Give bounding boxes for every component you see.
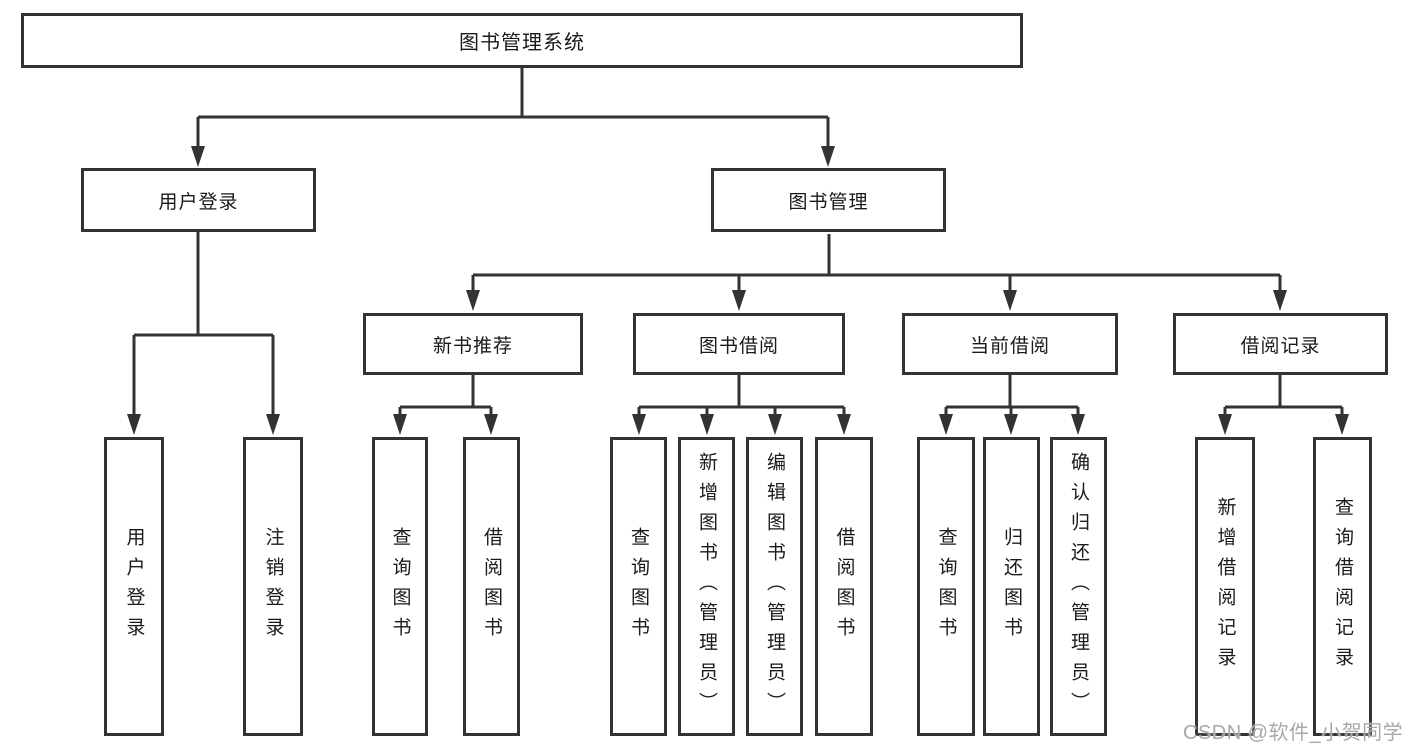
arrowhead	[632, 414, 646, 435]
node-book-management: 图书管理	[711, 168, 946, 232]
connector-borrow-record-branch	[1223, 375, 1344, 418]
node-leaf-confirm-return-admin: 确认归还（管理员）	[1050, 437, 1107, 736]
node-new-book-recommend: 新书推荐	[363, 313, 583, 375]
leaf-label: 查询借阅记录	[1332, 496, 1353, 677]
leaf-label: 新增借阅记录	[1214, 496, 1236, 677]
arrowhead	[700, 414, 714, 435]
arrowhead	[1218, 414, 1232, 435]
leaf-label: 查询图书	[628, 526, 649, 647]
node-leaf-current-query-book: 查询图书	[917, 437, 975, 736]
leaf-label: 新增图书（管理员）	[696, 451, 717, 722]
node-leaf-edit-book-admin: 编辑图书（管理员）	[746, 437, 803, 736]
leaf-label: 借阅图书	[833, 526, 855, 647]
arrowhead	[191, 146, 205, 167]
connector-book-management-branch	[471, 234, 1282, 294]
node-root: 图书管理系统	[21, 13, 1023, 68]
node-leaf-newrec-query-book: 查询图书	[372, 437, 428, 736]
node-leaf-query-borrow-record: 查询借阅记录	[1313, 437, 1372, 736]
arrowhead	[837, 414, 851, 435]
leaf-label: 借阅图书	[481, 526, 502, 647]
arrowhead	[484, 414, 498, 435]
arrowhead	[127, 414, 141, 435]
arrowhead	[266, 414, 280, 435]
arrowhead	[1335, 414, 1349, 435]
arrowhead	[1273, 290, 1287, 311]
node-book-borrow: 图书借阅	[633, 313, 845, 375]
node-leaf-return-book: 归还图书	[983, 437, 1040, 736]
connector-new-book-branch	[398, 375, 493, 418]
node-leaf-add-book-admin: 新增图书（管理员）	[678, 437, 735, 736]
connector-book-borrow-branch	[637, 375, 846, 418]
watermark: CSDN @软件_小贺同学	[1183, 722, 1404, 744]
node-leaf-borrow-query-book: 查询图书	[610, 437, 667, 736]
arrowhead	[393, 414, 407, 435]
leaf-label: 确认归还（管理员）	[1068, 451, 1089, 722]
connector-current-borrow-branch	[944, 375, 1080, 418]
leaf-label: 注销登录	[262, 526, 284, 647]
node-leaf-user-login: 用户登录	[104, 437, 164, 736]
node-leaf-add-borrow-record: 新增借阅记录	[1195, 437, 1255, 736]
arrowhead	[768, 414, 782, 435]
node-leaf-newrec-borrow-book: 借阅图书	[463, 437, 520, 736]
leaf-label: 编辑图书（管理员）	[764, 451, 785, 722]
node-user-login: 用户登录	[81, 168, 316, 232]
arrowhead	[1071, 414, 1085, 435]
connector-user-login-branch	[132, 232, 275, 418]
arrowhead	[466, 290, 480, 311]
leaf-label: 查询图书	[389, 526, 411, 647]
leaf-label: 用户登录	[123, 526, 145, 647]
leaf-label: 归还图书	[1001, 526, 1022, 647]
arrowhead	[1004, 414, 1018, 435]
node-leaf-borrow-book: 借阅图书	[815, 437, 873, 736]
arrowhead	[939, 414, 953, 435]
arrowhead	[1003, 290, 1017, 311]
arrowhead	[821, 146, 835, 167]
node-current-borrow: 当前借阅	[902, 313, 1118, 375]
connector-root-branch	[196, 68, 830, 150]
node-leaf-logout: 注销登录	[243, 437, 303, 736]
arrowhead	[732, 290, 746, 311]
leaf-label: 查询图书	[935, 526, 957, 647]
node-borrow-record: 借阅记录	[1173, 313, 1388, 375]
